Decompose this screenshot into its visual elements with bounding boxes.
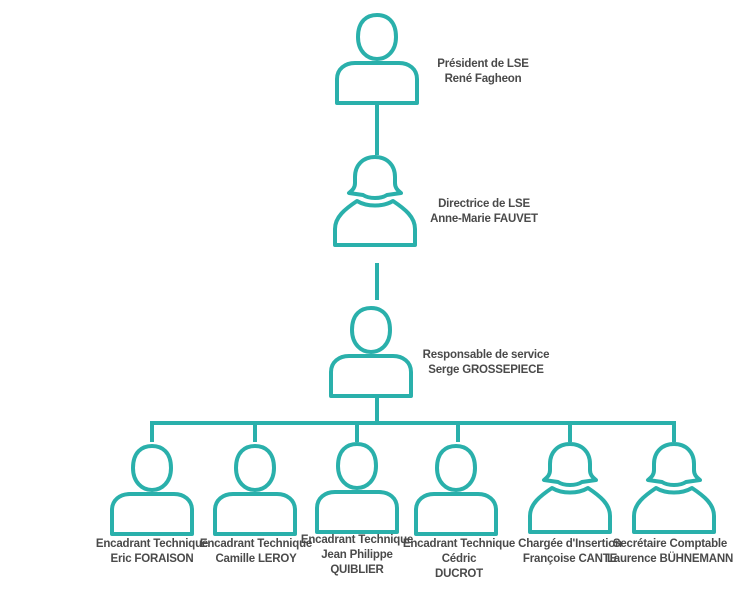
staff-4-name-1: Cédric [441, 553, 477, 565]
staff-label-6: Secrétaire Comptable Laurence BÜHNEMANN [606, 537, 734, 567]
president-name: René Fagheon [444, 73, 522, 85]
responsable-role: Responsable de service [422, 349, 550, 361]
staff-4-name-2: DUCROT [435, 568, 483, 580]
responsable-label: Responsable de service Serge GROSSEPIECE [418, 348, 554, 378]
staff-label-4: Encadrant Technique Cédric DUCROT [397, 537, 521, 582]
man-icon [110, 444, 194, 536]
staff-3-name-1: Jean Philippe [321, 549, 393, 561]
staff-6-name: Laurence BÜHNEMANN [606, 553, 734, 565]
man-icon [315, 442, 399, 534]
president-label: Président de LSE René Fagheon [418, 57, 548, 87]
woman-icon [333, 155, 417, 247]
president-role: Président de LSE [437, 58, 529, 70]
staff-5-name: Françoise CANTE [522, 553, 618, 565]
staff-label-2: Encadrant Technique Camille LEROY [192, 537, 320, 567]
responsable-name: Serge GROSSEPIECE [428, 364, 544, 376]
staff-label-3: Encadrant Technique Jean Philippe QUIBLI… [295, 533, 419, 578]
staff-1-role: Encadrant Technique [95, 538, 209, 550]
directrice-role: Directrice de LSE [438, 198, 530, 210]
staff-4-role: Encadrant Technique [402, 538, 516, 550]
woman-icon [632, 442, 716, 534]
directrice-label: Directrice de LSE Anne-Marie FAUVET [418, 197, 550, 227]
man-icon [335, 13, 419, 105]
man-icon [329, 306, 413, 398]
staff-2-name: Camille LEROY [215, 553, 297, 565]
man-icon [213, 444, 297, 536]
staff-6-role: Secrétaire Comptable [612, 538, 728, 550]
staff-label-1: Encadrant Technique Eric FORAISON [88, 537, 216, 567]
man-icon [414, 444, 498, 536]
staff-3-name-2: QUIBLIER [330, 564, 384, 576]
staff-3-role: Encadrant Technique [300, 534, 414, 546]
staff-5-role: Chargée d'Insertion [518, 538, 622, 550]
woman-icon [528, 442, 612, 534]
staff-label-5: Chargée d'Insertion Françoise CANTE [507, 537, 633, 567]
staff-2-role: Encadrant Technique [199, 538, 313, 550]
directrice-name: Anne-Marie FAUVET [430, 213, 538, 225]
staff-1-name: Eric FORAISON [110, 553, 194, 565]
